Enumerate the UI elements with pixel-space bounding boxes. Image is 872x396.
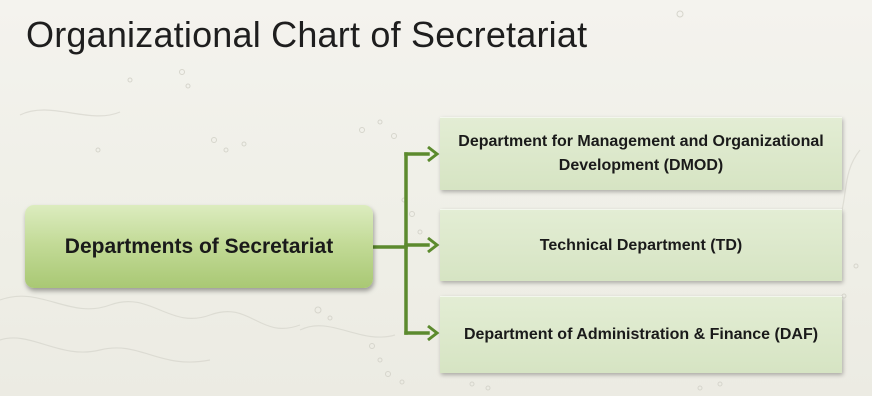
department-label: Technical Department (TD) — [539, 236, 743, 254]
page-title: Organizational Chart of Secretariat — [26, 14, 588, 55]
root-node: Departments of Secretariat — [25, 205, 373, 288]
arrow-right-icon — [427, 145, 440, 163]
department-node-td: Technical Department (TD) — [440, 209, 842, 281]
root-node-label: Departments of Secretariat — [64, 234, 334, 258]
department-node-dmod: Department for Management and Organizati… — [440, 117, 842, 190]
department-label: Department of Administration & Finance (… — [463, 326, 819, 343]
arrow-right-icon — [427, 236, 440, 254]
arrow-right-icon — [427, 324, 440, 342]
department-label: Department for Management and Organizati… — [458, 133, 824, 174]
department-node-daf: Department of Administration & Finance (… — [440, 296, 842, 373]
